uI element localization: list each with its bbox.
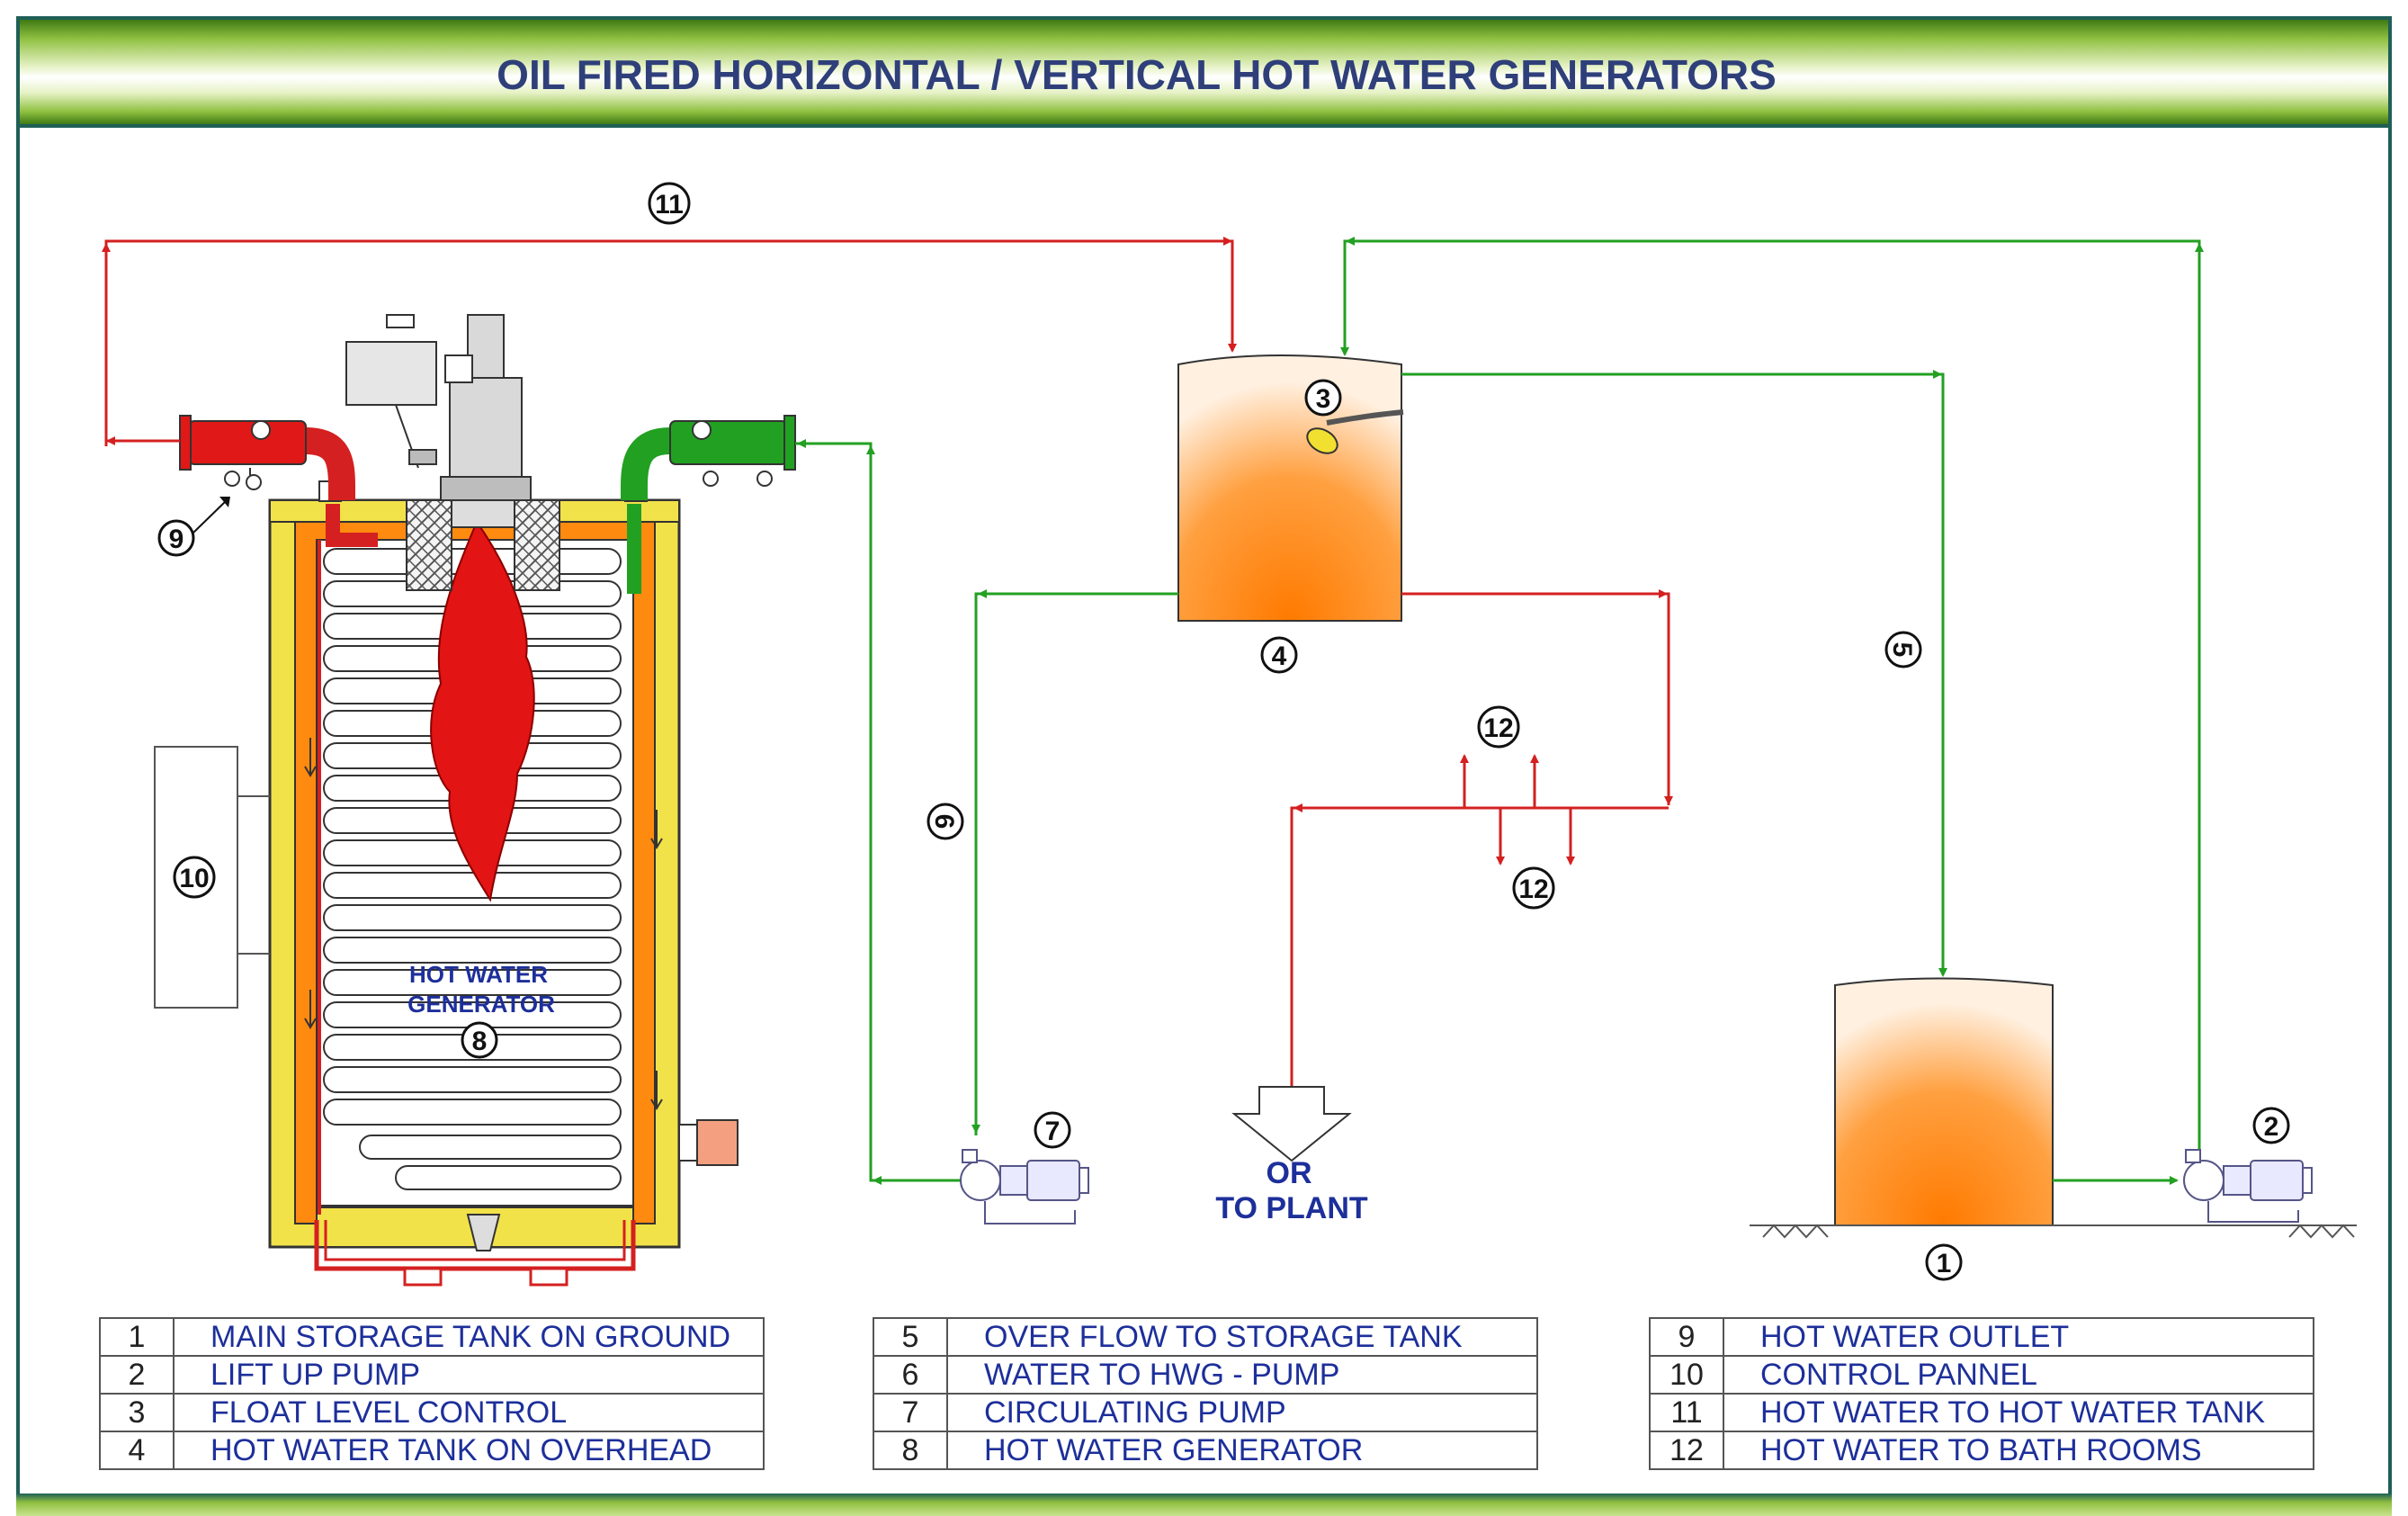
coil-loops xyxy=(323,548,622,1190)
pipe-hot-to-bath xyxy=(1401,592,1670,805)
svg-text:7: 7 xyxy=(1045,1117,1061,1146)
burner-flame-icon xyxy=(430,519,535,902)
to-plant-arrow-icon xyxy=(1231,1086,1352,1162)
svg-text:5: 5 xyxy=(1887,642,1917,658)
marker-7: 7 xyxy=(1034,1111,1071,1149)
pipe-lift-up xyxy=(1343,239,2201,1165)
plant-label-line2: TO PLANT xyxy=(1215,1191,1368,1225)
marker-9: 9 xyxy=(157,497,230,557)
svg-text:1: 1 xyxy=(1937,1249,1952,1278)
marker-10: 10 xyxy=(173,856,216,899)
page-title: OIL FIRED HORIZONTAL / VERTICAL HOT WATE… xyxy=(497,51,1777,98)
circulating-pump-icon xyxy=(960,1149,1089,1224)
pipe-to-hwg-pump xyxy=(974,592,1178,1135)
marker-8: 8 xyxy=(461,1021,498,1059)
marker-4: 4 xyxy=(1260,636,1298,674)
burner-blower xyxy=(345,341,437,406)
svg-text:12: 12 xyxy=(1483,713,1513,743)
marker-5: 5 xyxy=(1884,631,1922,668)
svg-text:9: 9 xyxy=(169,525,184,554)
pipe-pump-to-hwg xyxy=(795,442,962,1182)
float-level-control xyxy=(1306,409,1404,454)
marker-12-upper: 12 xyxy=(1477,705,1520,749)
overhead-hot-water-tank xyxy=(1177,354,1402,622)
generator-label-line2: GENERATOR xyxy=(407,991,555,1018)
marker-1: 1 xyxy=(1925,1243,1963,1281)
hot-water-outlet-header xyxy=(179,415,355,500)
marker-6: 6 xyxy=(926,803,964,840)
svg-text:2: 2 xyxy=(2264,1112,2279,1142)
plant-label-line1: OR xyxy=(1267,1156,1312,1190)
svg-text:11: 11 xyxy=(655,190,684,220)
svg-text:10: 10 xyxy=(179,864,209,893)
generator-label-line1: HOT WATER xyxy=(409,961,548,988)
svg-text:3: 3 xyxy=(1316,384,1331,414)
svg-text:8: 8 xyxy=(472,1027,488,1056)
marker-2: 2 xyxy=(2252,1107,2290,1144)
footer-bar xyxy=(16,1494,2392,1516)
pipe-overflow xyxy=(1401,372,1945,973)
pipe-hot-to-tank xyxy=(104,239,1237,443)
marker-3: 3 xyxy=(1304,379,1342,417)
main-storage-tank xyxy=(1834,977,2054,1226)
svg-text:4: 4 xyxy=(1272,641,1287,671)
svg-text:6: 6 xyxy=(929,814,959,830)
burner-body xyxy=(449,377,523,487)
svg-text:12: 12 xyxy=(1518,875,1548,904)
lift-up-pump-icon xyxy=(2183,1149,2313,1223)
hot-water-generator xyxy=(268,314,739,1287)
title-banner: OIL FIRED HORIZONTAL / VERTICAL HOT WATE… xyxy=(20,20,2388,128)
marker-12-lower: 12 xyxy=(1512,866,1555,910)
cold-water-inlet-header xyxy=(621,415,796,500)
marker-11: 11 xyxy=(648,182,691,225)
